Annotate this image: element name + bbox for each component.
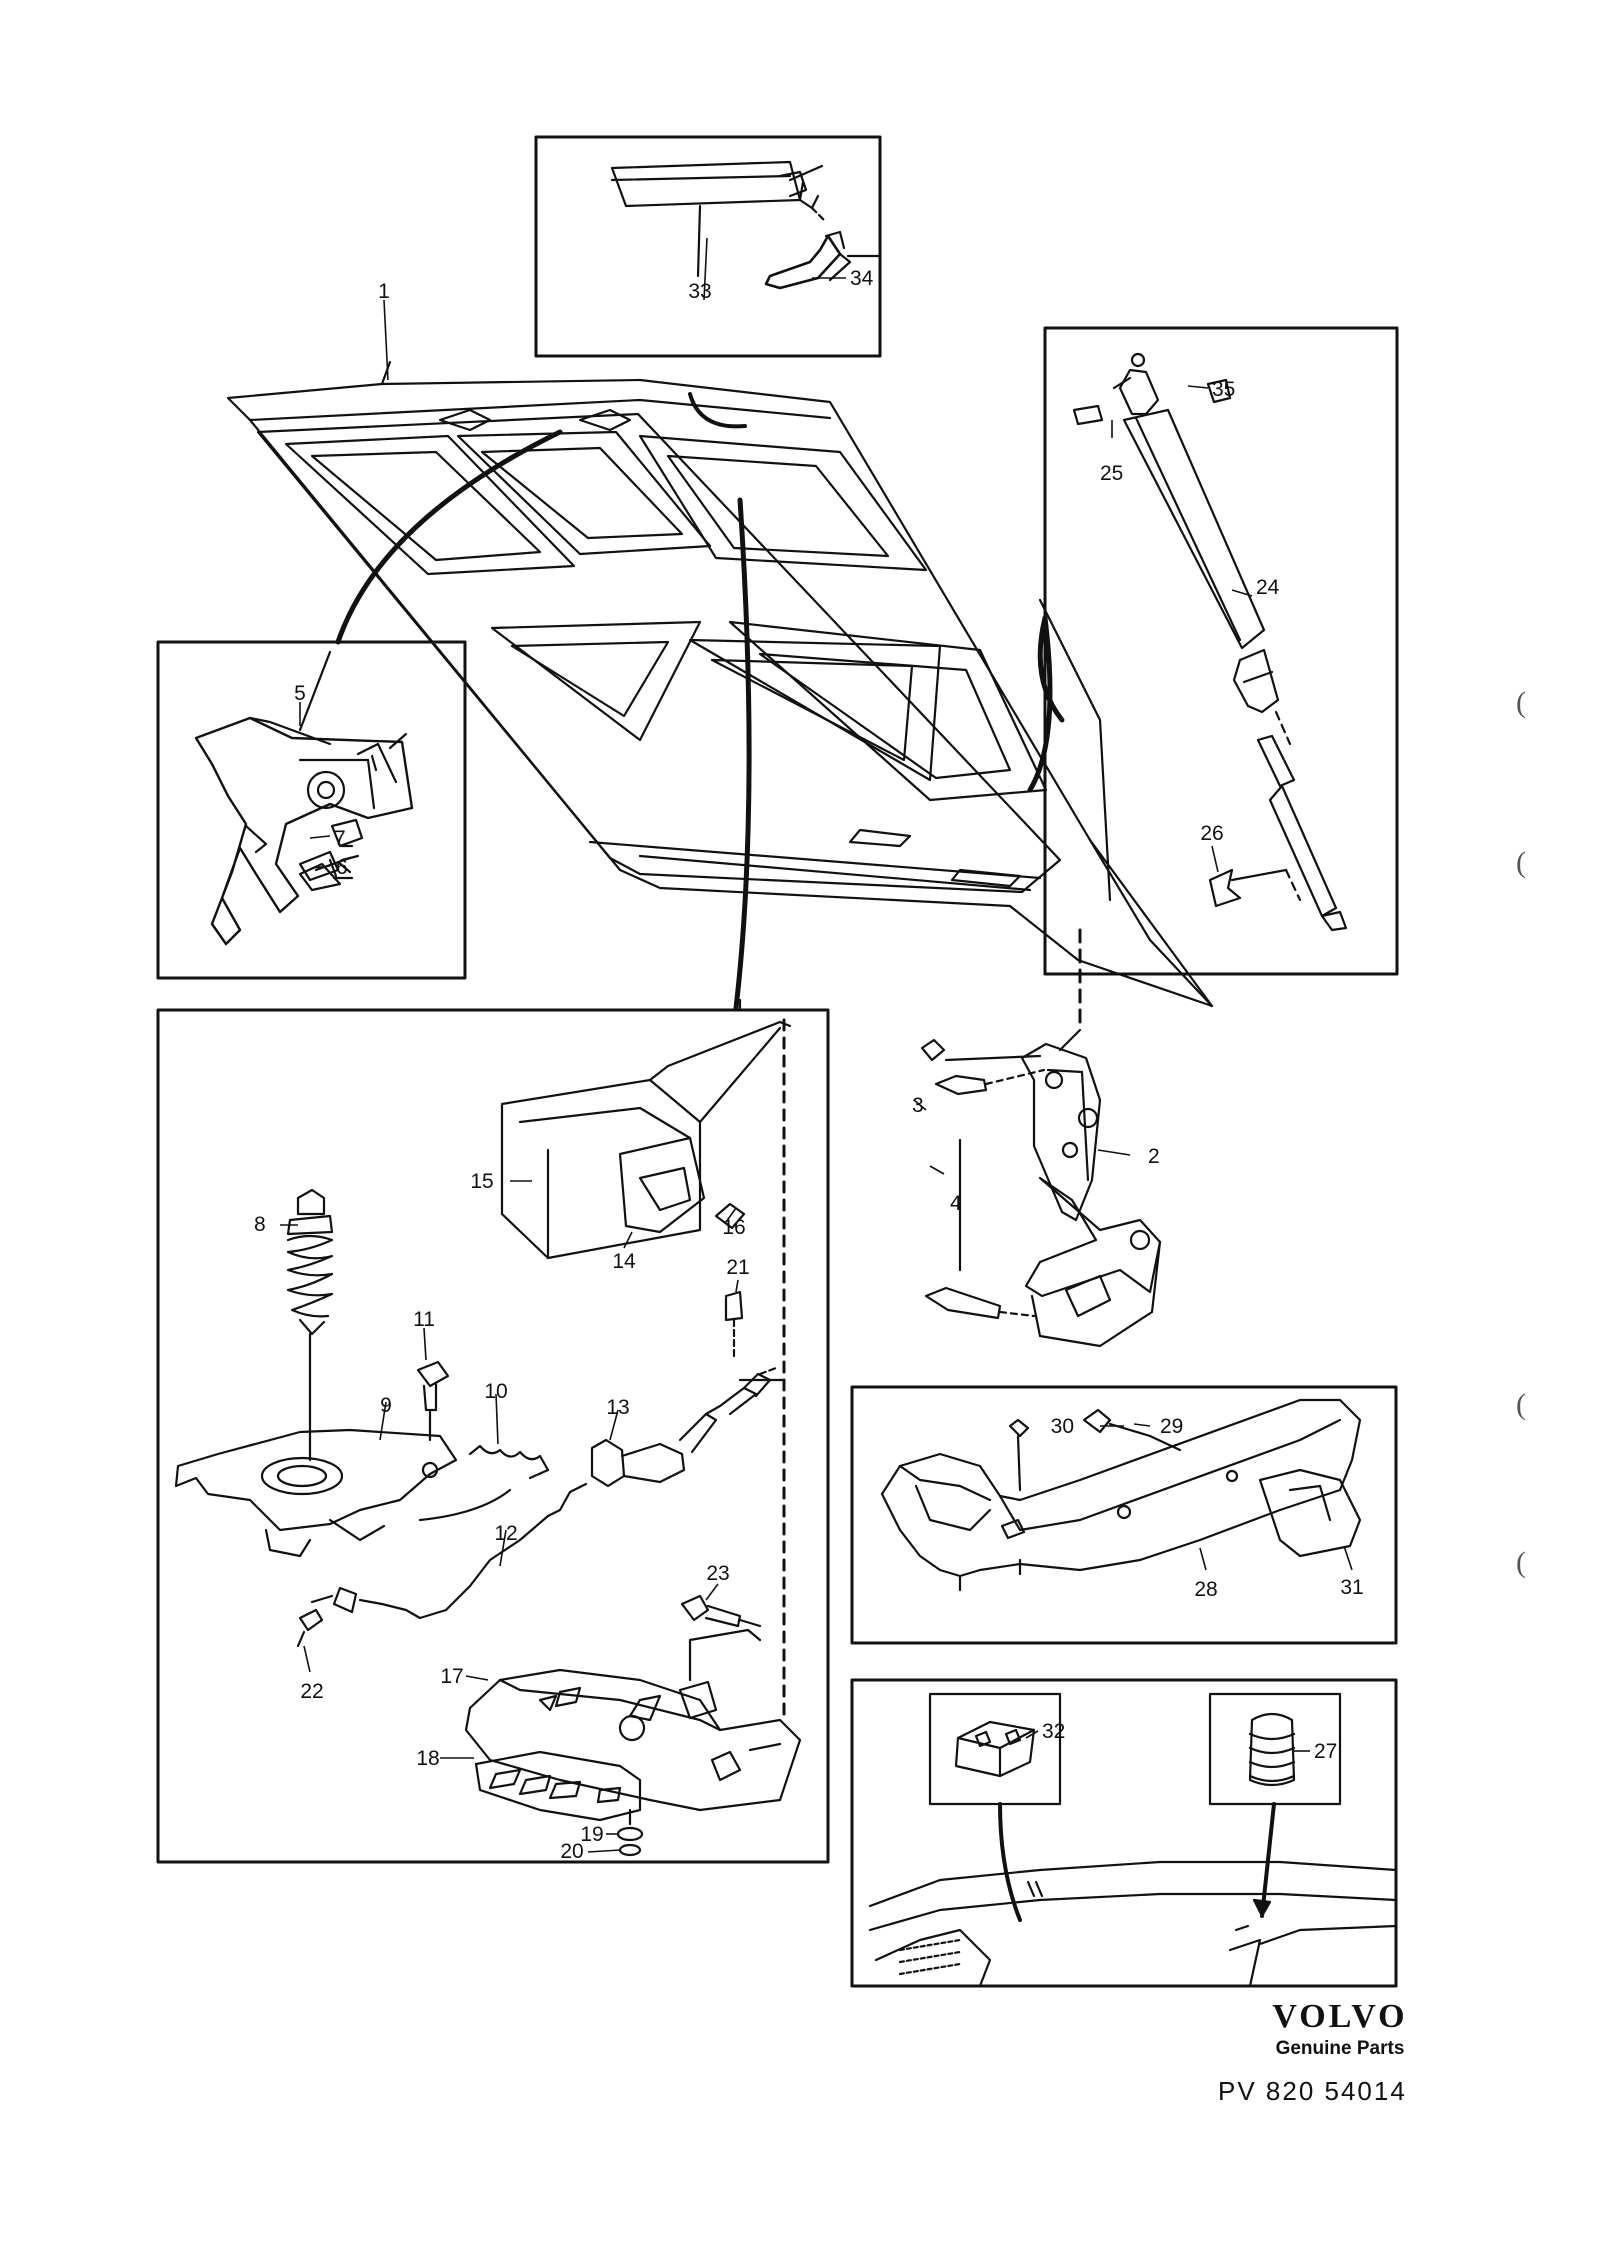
brand-subtitle: Genuine Parts bbox=[1275, 2038, 1405, 2059]
callout-11: 11 bbox=[413, 1308, 435, 1331]
callout-3: 3 bbox=[912, 1094, 924, 1117]
document-reference: PV 820 54014 bbox=[1218, 2076, 1407, 2106]
bonnet-hinge bbox=[920, 1038, 1162, 1348]
inset-support-bracket bbox=[850, 1385, 1398, 1645]
edge-mark: ( bbox=[1516, 1546, 1526, 1579]
inset-weatherstrip bbox=[534, 135, 882, 358]
callout-9: 9 bbox=[380, 1394, 392, 1417]
callout-24: 24 bbox=[1256, 576, 1280, 599]
callout-33: 33 bbox=[688, 280, 711, 303]
callout-16: 16 bbox=[722, 1216, 745, 1239]
callout-7: 7 bbox=[334, 827, 346, 850]
callout-18: 18 bbox=[416, 1747, 439, 1770]
edge-mark: ( bbox=[1516, 686, 1526, 719]
callout-5: 5 bbox=[294, 682, 306, 705]
callout-25: 25 bbox=[1100, 462, 1123, 485]
inset-release-mechanism bbox=[156, 998, 830, 1864]
callout-19: 19 bbox=[580, 1823, 603, 1846]
callout-35: 35 bbox=[1212, 378, 1235, 401]
callout-8: 8 bbox=[254, 1213, 266, 1236]
callout-22: 22 bbox=[300, 1680, 323, 1703]
callout-21: 21 bbox=[726, 1256, 749, 1279]
callout-29: 29 bbox=[1160, 1415, 1183, 1438]
callout-20: 20 bbox=[560, 1840, 583, 1863]
callout-23: 23 bbox=[706, 1562, 729, 1585]
callout-14: 14 bbox=[612, 1250, 636, 1273]
bonnet bbox=[226, 360, 1214, 1008]
callout-13: 13 bbox=[606, 1396, 629, 1419]
edge-mark: ( bbox=[1516, 1388, 1526, 1421]
inset-hinge-latch bbox=[156, 429, 563, 980]
callout-32: 32 bbox=[1042, 1720, 1065, 1743]
callout-leaders bbox=[280, 237, 1353, 1853]
callout-30: 30 bbox=[1051, 1415, 1074, 1438]
callout-6: 6 bbox=[336, 856, 348, 879]
edge-mark: ( bbox=[1516, 846, 1526, 879]
callout-27: 27 bbox=[1314, 1740, 1337, 1763]
callout-17: 17 bbox=[440, 1665, 463, 1688]
callout-28: 28 bbox=[1194, 1578, 1217, 1601]
brand-logo: VOLVO bbox=[1272, 1998, 1408, 2035]
brand-block: VOLVO Genuine Parts bbox=[1210, 1998, 1470, 2060]
callout-1: 1 bbox=[378, 280, 390, 303]
callout-15: 15 bbox=[470, 1170, 493, 1193]
callout-31: 31 bbox=[1340, 1576, 1363, 1599]
callout-4: 4 bbox=[950, 1192, 962, 1215]
inset-bump-stops bbox=[850, 1678, 1398, 1988]
callout-12: 12 bbox=[494, 1522, 517, 1545]
callout-10: 10 bbox=[484, 1380, 507, 1403]
callout-labels: 1 2 3 4 5 6 7 8 9 10 11 12 13 14 15 16 1… bbox=[254, 267, 1364, 1863]
inset-gas-strut bbox=[1027, 326, 1399, 976]
callout-2: 2 bbox=[1148, 1145, 1160, 1168]
callout-34: 34 bbox=[850, 267, 874, 290]
callout-26: 26 bbox=[1200, 822, 1223, 845]
